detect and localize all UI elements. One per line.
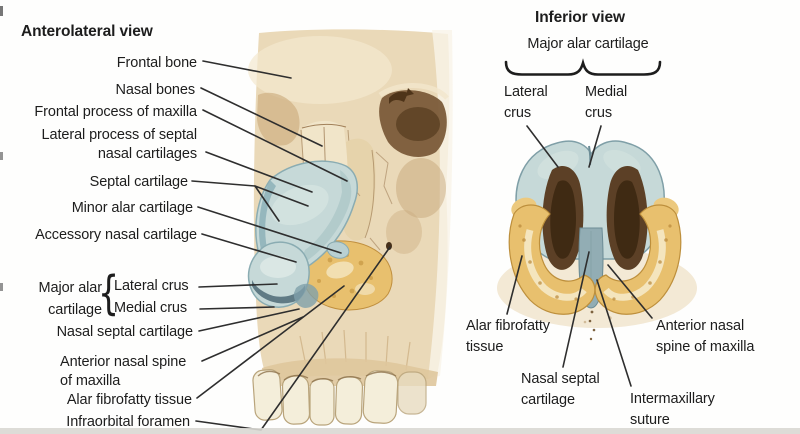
label-nasal-septal-inferior: Nasal septal cartilage: [521, 371, 600, 408]
suture-dots: [588, 310, 596, 341]
skull-illustration: [247, 29, 453, 426]
nostril-shapes: [542, 166, 648, 270]
inferior-view-title: Inferior view: [534, 9, 625, 26]
infraorbital-foramen-dot: [386, 242, 392, 250]
label-major-alar-cartilage: Major alar cartilage: [38, 280, 103, 318]
anterolateral-view-title: Anterolateral view: [21, 23, 153, 40]
label-nasal-bones: Nasal bones: [115, 82, 195, 98]
label-nasal-septal-cartilage: Nasal septal cartilage: [56, 324, 194, 340]
major-alar-brace-horizontal: [504, 58, 662, 76]
label-lateral-crus: Lateral crus: [114, 278, 189, 294]
label-frontal-process-of-maxilla: Frontal process of maxilla: [34, 104, 197, 120]
label-lateral-process-septal-cartilages: Lateral process of septal nasal cartilag…: [41, 127, 198, 162]
label-intermaxillary-suture: Intermaxillary suture: [630, 391, 715, 428]
label-medial-crus: Medial crus: [114, 300, 188, 316]
label-anterior-nasal-spine: Anterior nasal spine of maxilla: [60, 354, 187, 389]
major-alar-brace-vertical: {: [98, 266, 120, 320]
inferior-view-illustration: [497, 140, 697, 341]
label-frontal-bone: Frontal bone: [116, 55, 197, 71]
label-alar-fibrofatty-tissue: Alar fibrofatty tissue: [66, 392, 192, 408]
label-accessory-nasal-cartilage: Accessory nasal cartilage: [35, 227, 197, 243]
label-minor-alar-cartilage: Minor alar cartilage: [71, 200, 193, 216]
label-major-alar-cartilage-inferior: Major alar cartilage: [527, 36, 649, 52]
minor-alar-cartilage-shape: [326, 241, 350, 259]
label-medial-crus-inferior: Medial crus: [585, 84, 628, 121]
fibrofatty-tissue-shape: [302, 240, 393, 311]
teeth-shapes: [252, 369, 427, 426]
label-infraorbital-foramen: Infraorbital foramen: [66, 414, 190, 430]
label-lateral-crus-inferior: Lateral crus: [504, 84, 548, 121]
label-anterior-nasal-spine-inferior: Anterior nasal spine of maxilla: [656, 318, 755, 355]
edge-artifacts: [0, 6, 800, 434]
label-alar-fibrofatty-inferior: Alar fibrofatty tissue: [466, 318, 550, 355]
fatty-lobe-shapes: [508, 197, 682, 315]
label-septal-cartilage: Septal cartilage: [89, 174, 188, 190]
frontal-process-shape: [344, 138, 376, 241]
